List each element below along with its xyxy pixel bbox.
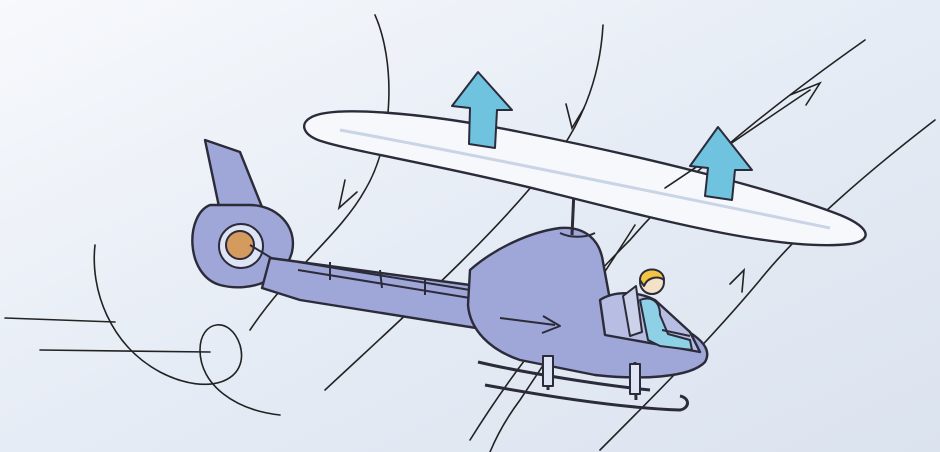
tail-rotor-hub [226, 231, 254, 259]
